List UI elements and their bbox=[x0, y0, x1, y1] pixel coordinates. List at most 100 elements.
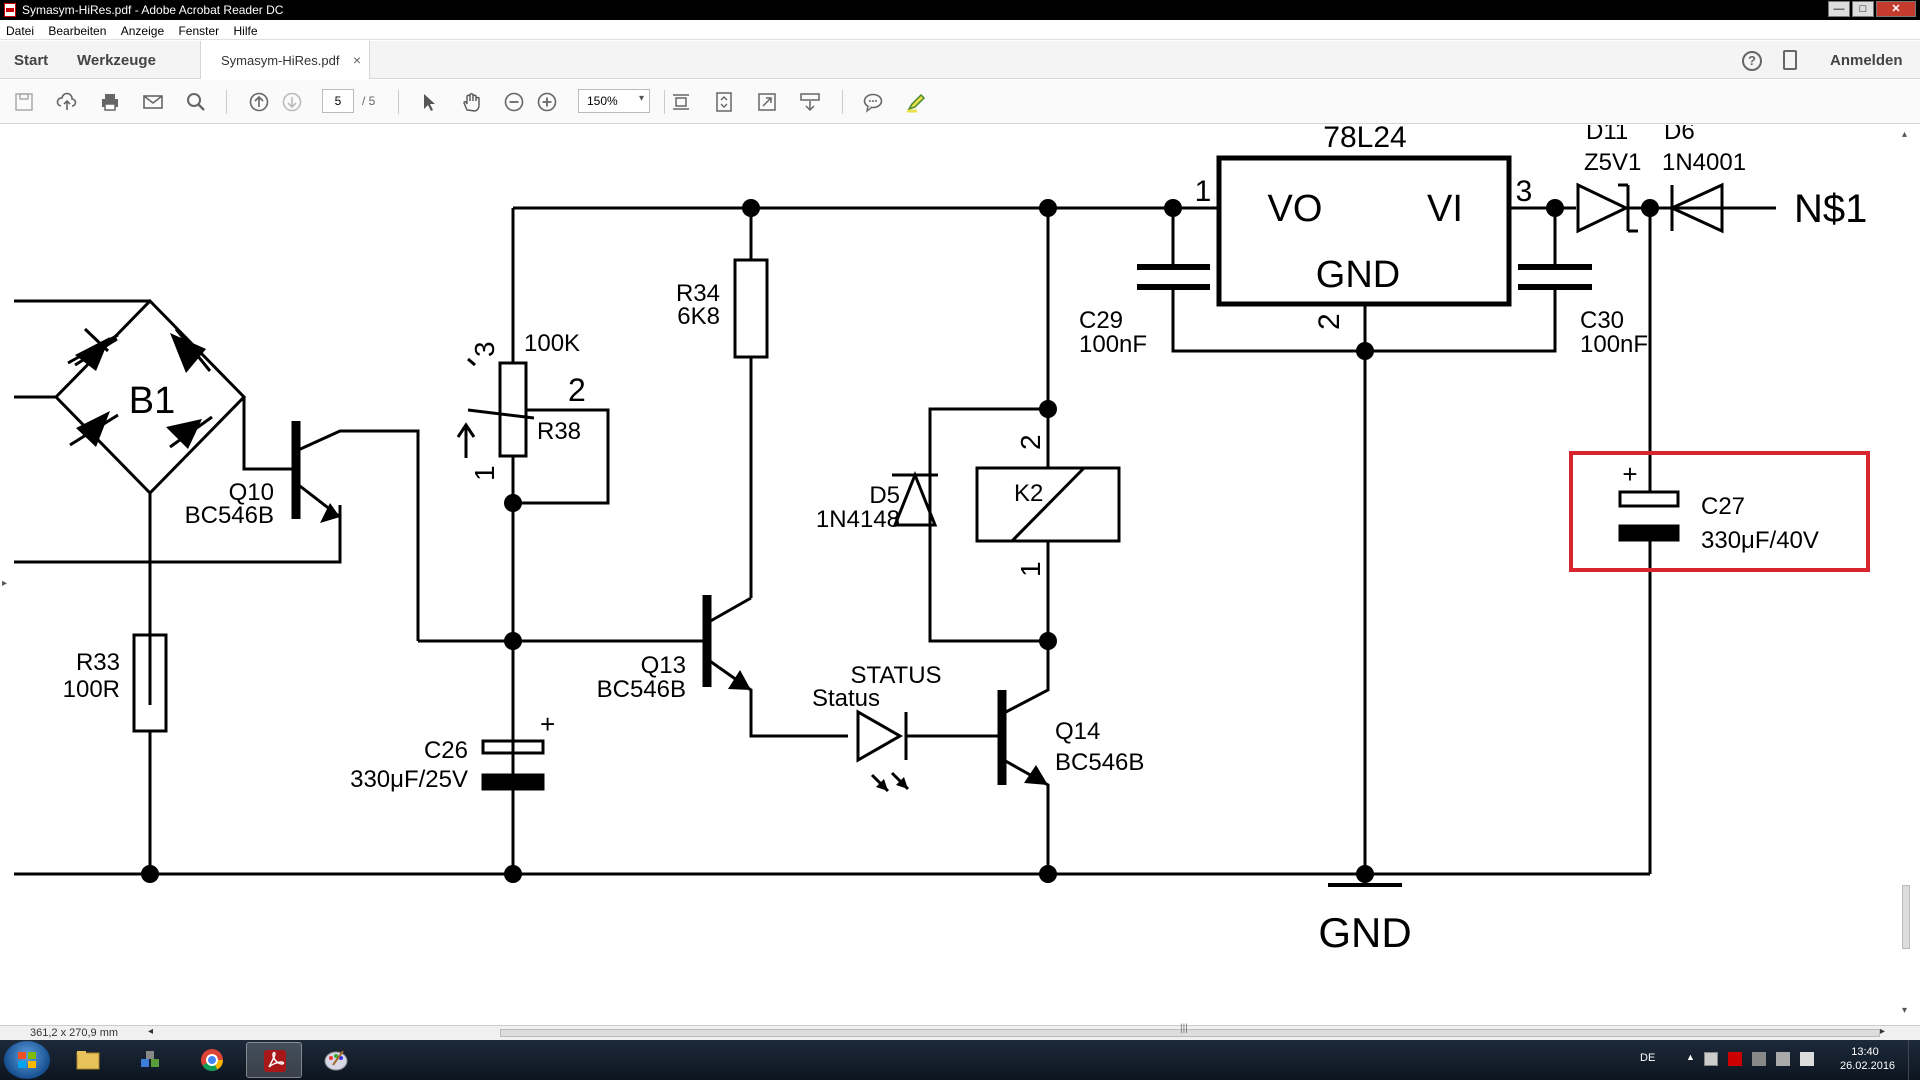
mobile-link-icon[interactable] bbox=[1783, 50, 1797, 70]
r38-pot-value: 100K bbox=[524, 330, 580, 357]
scroll-right-icon[interactable]: ▸ bbox=[1880, 1026, 1886, 1037]
transistor-q13: Q13 BC546B bbox=[513, 595, 848, 738]
save-icon[interactable] bbox=[13, 91, 35, 113]
show-hidden-icons-icon[interactable]: ▲ bbox=[1686, 1052, 1695, 1062]
close-button[interactable]: ✕ bbox=[1876, 1, 1916, 17]
capacitor-c26: + C26 330μF/25V bbox=[350, 639, 555, 874]
r34-value: 6K8 bbox=[677, 303, 720, 330]
c27-label: C27 bbox=[1701, 493, 1745, 520]
comment-icon[interactable] bbox=[862, 91, 884, 113]
taskbar-app[interactable] bbox=[122, 1042, 178, 1078]
horizontal-scroll-thumb[interactable] bbox=[500, 1029, 1880, 1037]
menu-anzeige[interactable]: Anzeige bbox=[120, 24, 165, 38]
zoom-out-icon[interactable] bbox=[503, 91, 525, 113]
tab-bar: Start Werkzeuge Symasym-HiRes.pdf × ? An… bbox=[0, 41, 1920, 79]
zoom-in-icon[interactable] bbox=[536, 91, 558, 113]
menu-bearbeiten[interactable]: Bearbeiten bbox=[48, 24, 107, 38]
c26-plus: + bbox=[540, 709, 555, 739]
left-panel-toggle-icon[interactable]: ▸ bbox=[2, 578, 8, 589]
menu-fenster[interactable]: Fenster bbox=[178, 24, 220, 38]
document-view[interactable]: B1 Q10 BC546B R33 100R 1 bbox=[0, 125, 1920, 1025]
email-icon[interactable] bbox=[142, 91, 164, 113]
r33-label: R33 bbox=[76, 649, 120, 676]
hand-tool-icon[interactable] bbox=[460, 91, 482, 113]
r38-pin2: 2 bbox=[568, 372, 586, 408]
tab-tools[interactable]: Werkzeuge bbox=[77, 52, 156, 69]
signal-icon[interactable] bbox=[1776, 1052, 1790, 1066]
page-total: / 5 bbox=[362, 94, 376, 108]
toolbar-divider bbox=[664, 90, 665, 114]
chrome-icon bbox=[201, 1049, 223, 1071]
scroll-down-icon[interactable]: ▾ bbox=[1902, 1005, 1908, 1016]
diode-d11: D11 Z5V1 bbox=[1555, 125, 1776, 234]
q10-label: Q10 bbox=[229, 479, 274, 506]
q10-type: BC546B bbox=[185, 502, 274, 529]
k2-pin2: 2 bbox=[1015, 434, 1046, 450]
r38-pin1: 1 bbox=[469, 465, 500, 481]
scroll-up-icon[interactable]: ▴ bbox=[1902, 129, 1908, 140]
taskbar-paint[interactable] bbox=[308, 1042, 364, 1078]
acrobat-app-icon bbox=[4, 3, 16, 17]
blocks-icon bbox=[141, 1051, 159, 1067]
title-bar: Symasym-HiRes.pdf - Adobe Acrobat Reader… bbox=[0, 0, 1920, 20]
next-page-icon[interactable] bbox=[281, 91, 303, 113]
clock[interactable]: 13:40 26.02.2016 bbox=[1840, 1045, 1895, 1073]
security-icon[interactable] bbox=[1728, 1052, 1742, 1066]
vertical-scroll-thumb[interactable] bbox=[1902, 885, 1910, 949]
language-indicator[interactable]: DE bbox=[1640, 1052, 1656, 1064]
maximize-button[interactable]: □ bbox=[1852, 1, 1874, 17]
scroll-mode-icon[interactable] bbox=[670, 91, 692, 113]
minimize-button[interactable]: — bbox=[1828, 1, 1850, 17]
c26-value: 330μF/25V bbox=[350, 766, 468, 793]
regulator-78l24: 78L24 VO VI GND 1 3 2 bbox=[1195, 125, 1555, 885]
network-icon[interactable] bbox=[1752, 1052, 1766, 1066]
taskbar-explorer[interactable] bbox=[60, 1042, 116, 1078]
show-desktop-button[interactable] bbox=[1908, 1040, 1920, 1080]
scroll-left-icon[interactable]: ◂ bbox=[148, 1026, 154, 1037]
print-icon[interactable] bbox=[99, 91, 121, 113]
toolbar: / 5 150% ▾ bbox=[0, 80, 1920, 124]
window-title: Symasym-HiRes.pdf - Adobe Acrobat Reader… bbox=[22, 3, 284, 17]
scroll-grip-icon: ||| bbox=[1180, 1023, 1188, 1034]
k2-label: K2 bbox=[1014, 480, 1043, 507]
zoom-select[interactable]: 150% ▾ bbox=[578, 89, 650, 113]
taskbar-chrome[interactable] bbox=[184, 1042, 240, 1078]
menu-hilfe[interactable]: Hilfe bbox=[233, 24, 258, 38]
read-mode-icon[interactable] bbox=[799, 91, 821, 113]
status-led: STATUS Status bbox=[812, 662, 998, 793]
menu-datei[interactable]: Datei bbox=[6, 24, 35, 38]
r34-label: R34 bbox=[676, 280, 720, 307]
r38-label: R38 bbox=[537, 418, 581, 445]
fit-page-icon[interactable] bbox=[713, 91, 735, 113]
cloud-upload-icon[interactable] bbox=[56, 91, 78, 113]
q13-label: Q13 bbox=[641, 652, 686, 679]
regulator-label: 78L24 bbox=[1323, 125, 1406, 154]
vertical-scrollbar[interactable]: ▴ ▾ bbox=[1896, 125, 1920, 1025]
status-label-upper: STATUS bbox=[850, 662, 941, 689]
tab-start[interactable]: Start bbox=[14, 52, 49, 69]
page-number-input[interactable] bbox=[322, 89, 354, 113]
select-cursor-icon[interactable] bbox=[418, 91, 440, 113]
search-icon[interactable] bbox=[185, 91, 207, 113]
taskbar-acrobat[interactable] bbox=[246, 1042, 302, 1078]
flag-icon[interactable] bbox=[1704, 1052, 1718, 1066]
folder-icon bbox=[76, 1051, 100, 1070]
regulator-gnd: GND bbox=[1316, 254, 1400, 296]
c27-value: 330μF/40V bbox=[1701, 527, 1819, 554]
start-button[interactable] bbox=[4, 1041, 50, 1079]
full-screen-icon[interactable] bbox=[756, 91, 778, 113]
toolbar-divider bbox=[842, 90, 843, 114]
signin-link[interactable]: Anmelden bbox=[1830, 52, 1903, 69]
tab-document[interactable]: Symasym-HiRes.pdf × bbox=[200, 41, 370, 79]
q14-label: Q14 bbox=[1055, 718, 1100, 745]
prev-page-icon[interactable] bbox=[248, 91, 270, 113]
diode-d6: D6 1N4001 N$1 bbox=[1662, 125, 1867, 234]
tab-document-label: Symasym-HiRes.pdf bbox=[221, 53, 340, 68]
highlight-pen-icon[interactable] bbox=[905, 91, 927, 113]
gnd-symbol: GND bbox=[1318, 883, 1412, 956]
menu-bar: Datei Bearbeiten Anzeige Fenster Hilfe bbox=[0, 20, 1920, 40]
tab-close-icon[interactable]: × bbox=[352, 52, 361, 68]
c27-plus: + bbox=[1622, 459, 1637, 489]
volume-icon[interactable] bbox=[1800, 1052, 1814, 1066]
help-icon[interactable]: ? bbox=[1742, 51, 1762, 71]
